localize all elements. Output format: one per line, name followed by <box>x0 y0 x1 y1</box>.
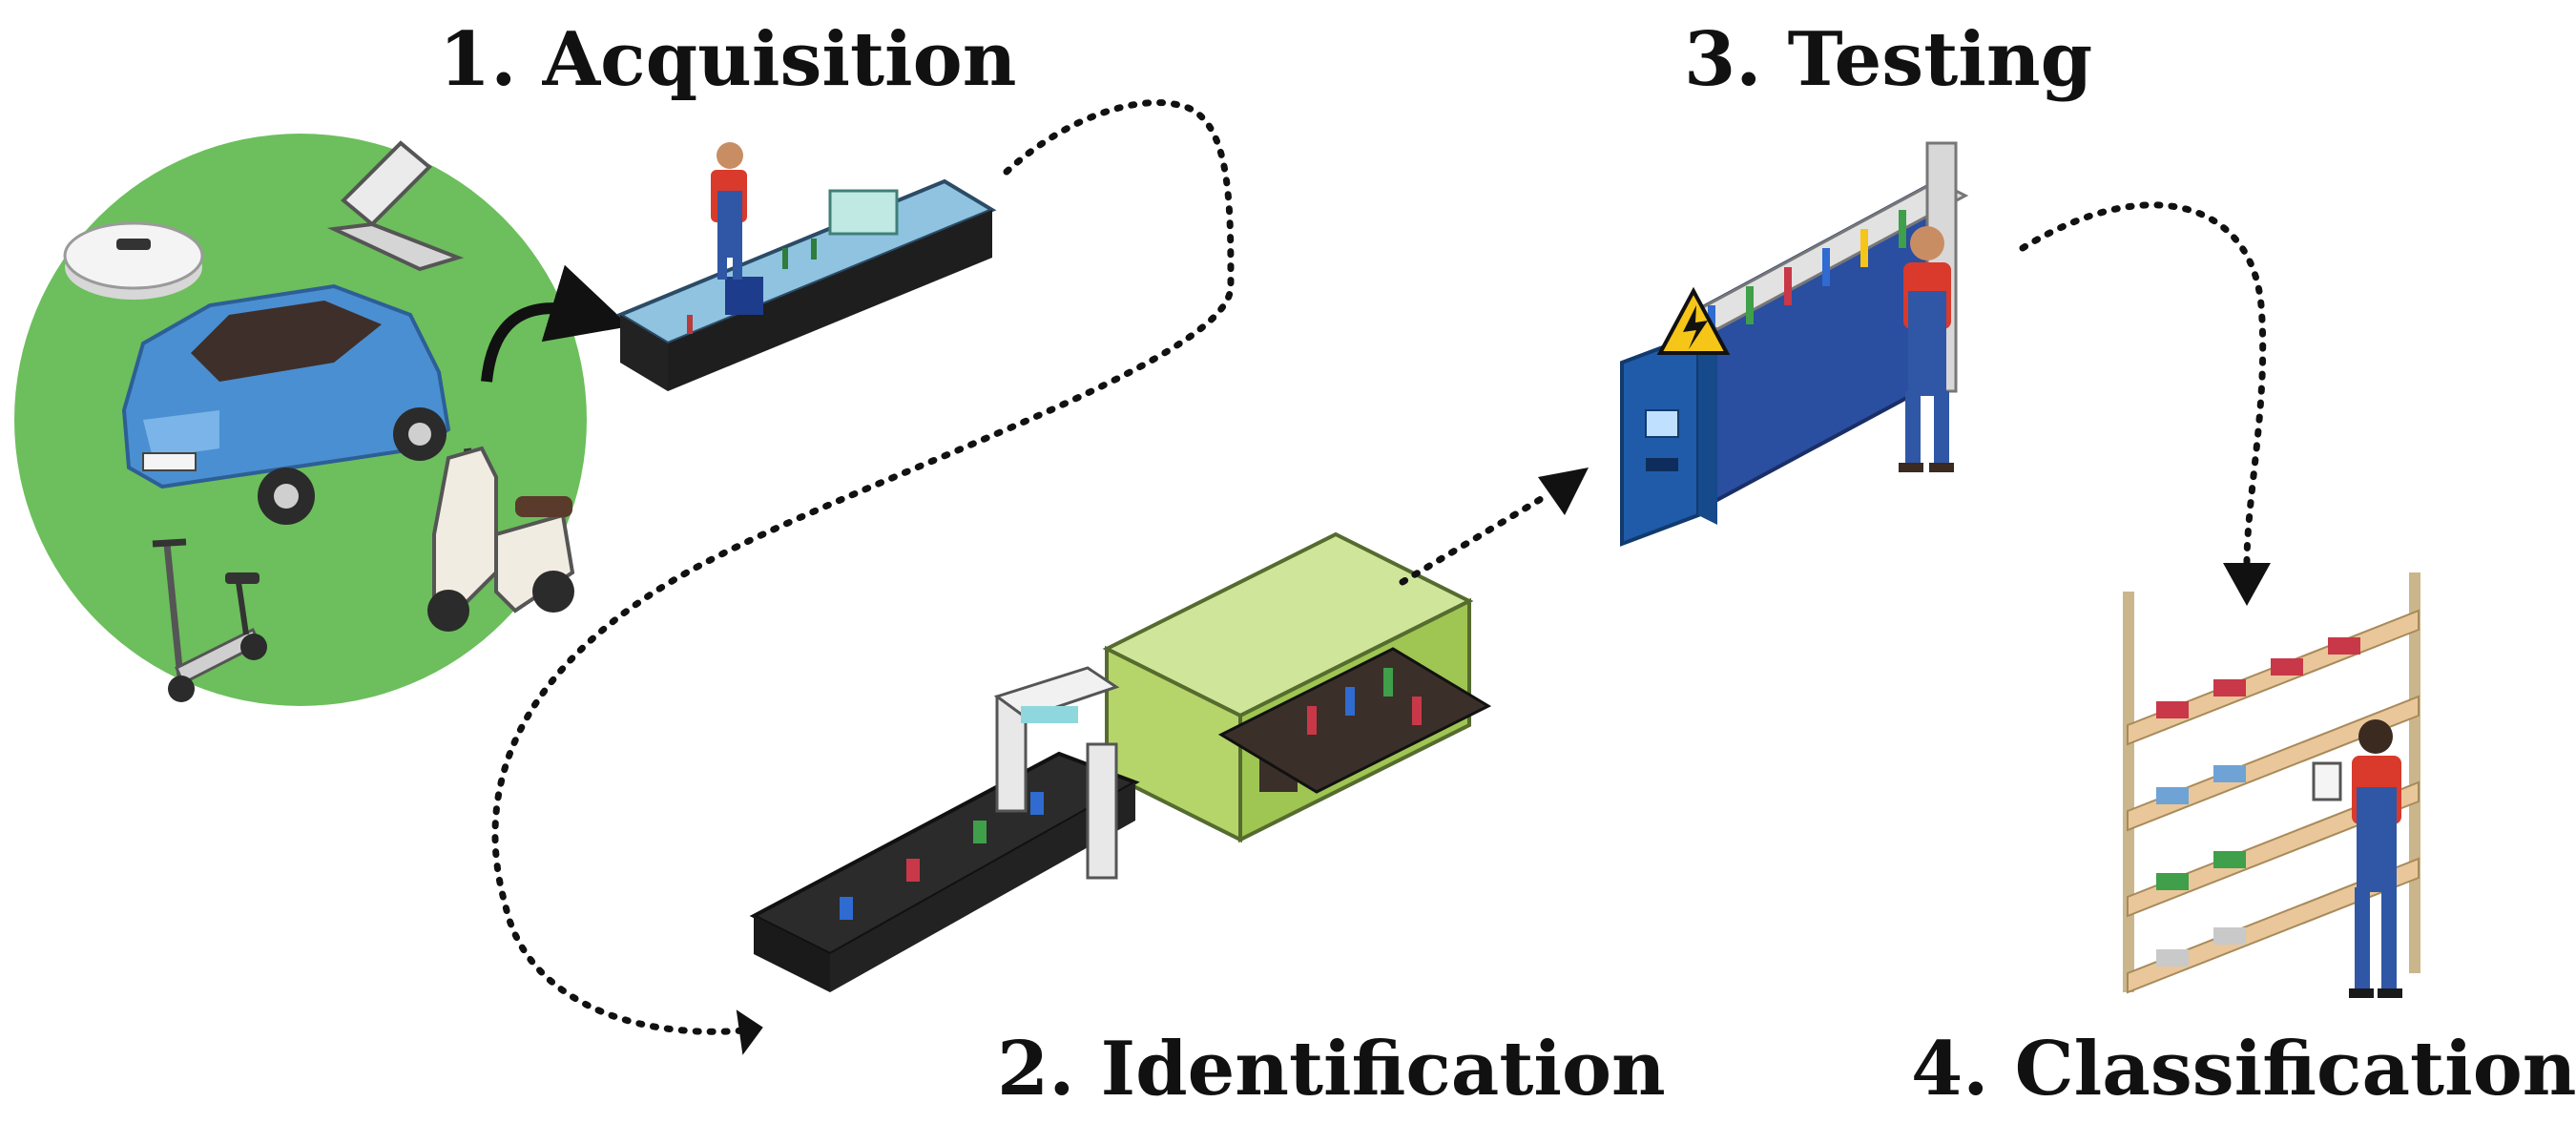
battery-test-rack-icon <box>1685 141 1969 519</box>
flow-arrow-testing-to-classification <box>2019 201 2267 567</box>
step-label-identification: 2. Identification <box>997 1026 1666 1113</box>
electric-car-icon <box>121 283 451 525</box>
worker-icon <box>2349 719 2402 998</box>
arrowhead-2 <box>1538 468 1589 515</box>
step-label-acquisition: 1. Acquisition <box>439 16 1017 103</box>
output-belts <box>1217 647 1492 794</box>
acquisition-arrow <box>481 264 631 383</box>
arrowhead-3 <box>2223 563 2271 606</box>
clipboard-icon <box>2312 761 2342 801</box>
flow-arrow-acquisition-to-identification <box>491 99 1235 1035</box>
testing-scene <box>1620 141 1969 547</box>
storage-shelf-icon <box>2123 572 2420 994</box>
robot-vacuum-icon <box>63 221 204 300</box>
laptop-icon <box>326 140 465 272</box>
high-voltage-warning-icon <box>1656 286 1731 355</box>
arrowhead-1 <box>736 1009 763 1055</box>
scanner-gate <box>993 666 1120 880</box>
conveyor-belt-icon <box>615 178 997 391</box>
worker-icon <box>1899 226 1954 472</box>
battery-recycling-diagram: 1. Acquisition 2. Identification 3. Test… <box>14 16 2576 1113</box>
flow-arrow-identification-to-testing <box>1399 492 1549 586</box>
control-cabinet <box>1620 331 1717 547</box>
acquisition-scene <box>14 134 997 706</box>
diagram-canvas <box>14 99 2420 1055</box>
step-label-testing: 3. Testing <box>1684 16 2093 103</box>
identification-scene <box>749 531 1492 992</box>
step-label-classification: 4. Classification <box>1911 1026 2576 1113</box>
classification-scene <box>2123 572 2420 998</box>
e-scooter-icon <box>427 446 575 632</box>
worker-icon <box>711 142 747 280</box>
conveyor-belt-icon <box>749 751 1140 992</box>
kick-scooter-icon <box>152 538 267 702</box>
